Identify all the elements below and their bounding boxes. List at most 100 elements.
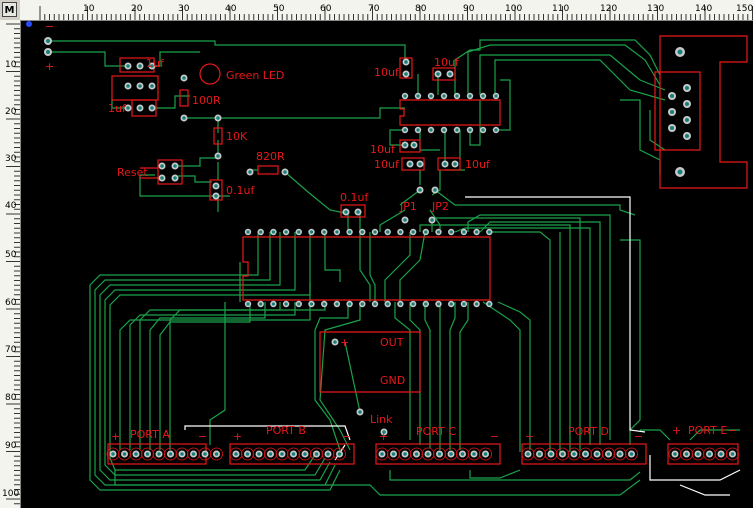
trace [149, 302, 266, 450]
ruler-label-140: 140 [695, 4, 712, 14]
trace [109, 232, 316, 471]
jumper-wire [679, 484, 730, 496]
label-01uf-top: 0.1uf [340, 191, 369, 204]
pad [331, 338, 339, 346]
port-pin [267, 450, 274, 458]
ruler-label-40: 40 [225, 4, 237, 14]
ruler-label-v100: 100 [2, 489, 19, 499]
trace [497, 301, 531, 450]
label-port-a-minus: − [198, 430, 207, 443]
trace [389, 470, 641, 481]
trace [469, 100, 481, 146]
trace [185, 107, 405, 119]
pad-ring [198, 447, 212, 461]
pad [416, 186, 424, 194]
pads [44, 37, 739, 461]
silkscreen [107, 35, 748, 465]
port-pin [290, 450, 297, 458]
label-reset: Reset [117, 166, 148, 179]
max232-ic-outline [399, 99, 501, 126]
db9-pin [683, 132, 691, 140]
ruler-label-120: 120 [600, 4, 617, 14]
pcb-layout[interactable]: + − 1uf 1uf Green LED 100R 10K 820R Rese… [21, 21, 753, 508]
trace [319, 302, 361, 451]
ruler-label-100: 100 [505, 4, 522, 14]
label-port-b-minus: − [342, 430, 351, 443]
pad [451, 160, 459, 168]
trace [169, 302, 326, 450]
pad [148, 62, 156, 70]
pad [212, 182, 220, 190]
pad-ring [433, 447, 446, 461]
resistor-100r [179, 89, 189, 107]
vertical-ruler-ticks: 10 20 30 40 50 60 70 80 90 100 [2, 23, 20, 505]
port-pin [447, 450, 455, 458]
ic-pin [346, 300, 353, 308]
ic-pin [427, 92, 435, 100]
pad-ring [726, 447, 739, 461]
ic-pin [422, 228, 429, 236]
db9-pin [683, 100, 691, 108]
label-10uf-d: 10uf [374, 158, 400, 171]
label-port-b-plus: + [233, 430, 242, 443]
ic-pin [414, 92, 422, 100]
pad-ring [703, 447, 716, 461]
ic-pin [308, 300, 315, 308]
ic-pin [435, 300, 442, 308]
trace [324, 232, 341, 282]
label-1uf-b: 1uf [108, 102, 127, 115]
pad-ring [668, 447, 682, 461]
port-pin [570, 450, 578, 458]
label-plus: + [45, 60, 54, 73]
ruler-label-70: 70 [368, 4, 380, 14]
label-port-a: PORT A [130, 428, 170, 441]
trace [119, 282, 311, 450]
label-reg-plus: + [340, 336, 349, 349]
pad-ring [187, 447, 200, 461]
pad [281, 168, 289, 176]
ic-pin [427, 126, 435, 134]
trace [48, 40, 406, 62]
trace [490, 231, 551, 455]
silkscreen-labels: + − 1uf 1uf Green LED 100R 10K 820R Rese… [45, 21, 737, 443]
pad-ring [229, 447, 243, 461]
pad-ring [533, 447, 546, 461]
trace [48, 51, 125, 67]
pad-ring [106, 447, 120, 461]
db9-pin [668, 92, 676, 100]
pad-ring [252, 447, 266, 461]
trace [209, 302, 226, 445]
ic-pin [295, 228, 302, 236]
ic-pin [460, 300, 468, 308]
measure-mode-button[interactable]: M [2, 2, 17, 17]
port-pin [424, 450, 432, 458]
pad-ring [456, 447, 469, 461]
reset-switch-outline [157, 159, 183, 185]
ic-pin [473, 228, 480, 236]
trace [399, 189, 421, 206]
port-pin [628, 450, 635, 458]
ruler-label-150: 150 [736, 4, 753, 14]
port-pin [324, 450, 332, 458]
label-jp2: JP2 [431, 200, 449, 213]
pad [212, 192, 220, 200]
ic-pin [270, 300, 277, 308]
label-link: Link [370, 413, 393, 426]
pad-ring [467, 447, 481, 461]
trace [482, 301, 521, 452]
pad [124, 62, 132, 70]
trace [89, 232, 341, 491]
ic-pin [422, 300, 429, 308]
trace [178, 175, 212, 183]
trace [155, 95, 190, 109]
trace [431, 217, 581, 450]
trace [419, 224, 571, 452]
port-pin [109, 450, 117, 458]
port-pin [470, 450, 478, 458]
port-pin [706, 450, 713, 458]
regulator-outline [319, 331, 421, 393]
db9-pin [668, 108, 676, 116]
label-port-a-plus: + [111, 430, 120, 443]
pcb-canvas[interactable]: + − 1uf 1uf Green LED 100R 10K 820R Rese… [21, 21, 753, 508]
ic-pin [384, 228, 391, 236]
